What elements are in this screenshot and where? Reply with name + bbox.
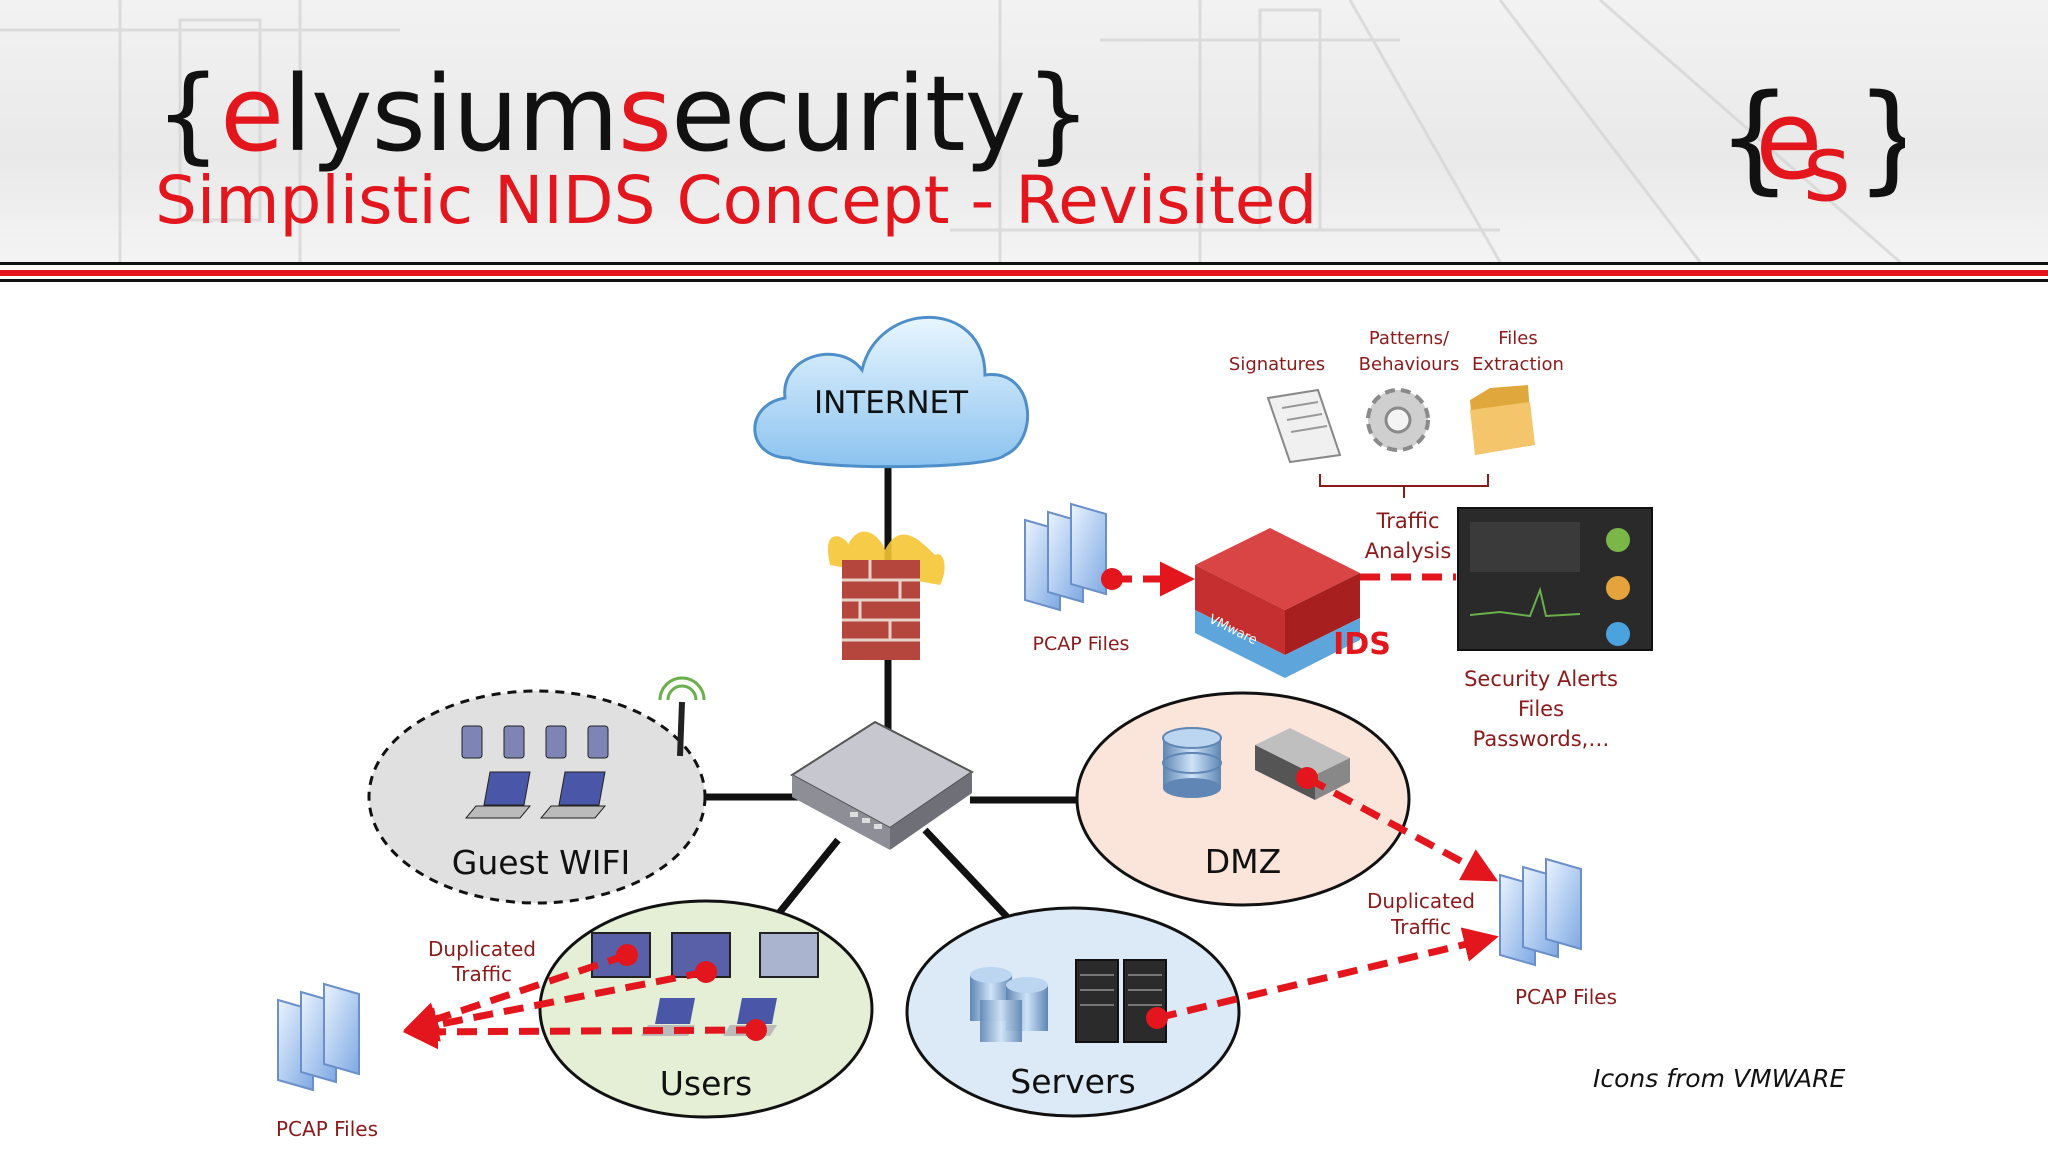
brand-letter-s: s <box>617 53 672 175</box>
firewall-icon <box>827 531 945 660</box>
internet-cloud <box>753 315 1029 469</box>
patterns-gear-icon <box>1366 388 1430 452</box>
signatures-label: Signatures <box>1229 354 1325 375</box>
users-flow-1 <box>403 951 629 1036</box>
pcap-label-right: PCAP Files <box>1515 985 1617 1009</box>
building-backdrop <box>0 0 1901 262</box>
security-dashboard-icon <box>1457 507 1653 651</box>
duplicated-traffic-left-line2: Traffic <box>451 962 512 986</box>
wifi-antenna-icon <box>658 676 706 757</box>
brand-letter-e: e <box>220 53 284 175</box>
outputs-line3: Passwords,… <box>1473 727 1610 751</box>
signatures-scroll-icon <box>1266 388 1342 464</box>
users-flow-2 <box>403 968 707 1042</box>
outputs-line1: Security Alerts <box>1464 667 1618 691</box>
users-flow-3 <box>403 1014 757 1050</box>
es-logo: { } e s <box>1717 70 1905 220</box>
outputs-line2: Files <box>1518 697 1564 721</box>
header-rule-black <box>0 262 2048 265</box>
files-label-line2: Extraction <box>1472 354 1564 375</box>
analysis-bracket <box>1319 474 1489 498</box>
brand-brace-open: { <box>155 53 221 175</box>
internet-label: INTERNET <box>814 385 969 421</box>
dmz-database-icon <box>1162 727 1222 798</box>
servers-duplicated-flow <box>1156 927 1499 1022</box>
brand-text-ecurity: ecurity <box>671 53 1026 175</box>
brand-wordmark: {elysiumsecurity} <box>155 62 1091 166</box>
network-diagram: INTERNET Guest WIFI <box>276 315 1653 1141</box>
ids-label: IDS <box>1333 627 1391 662</box>
users-label: Users <box>660 1064 752 1103</box>
servers-label: Servers <box>1010 1062 1135 1101</box>
patterns-label-line2: Behaviours <box>1359 354 1460 375</box>
core-switch-icon <box>790 720 974 850</box>
pcap-files-icon-ids <box>1024 502 1107 612</box>
icons-credit: Icons from VMWARE <box>1593 1064 1846 1093</box>
guest-wifi-label: Guest WIFI <box>452 843 631 882</box>
pcap-label-left: PCAP Files <box>276 1117 378 1141</box>
servers-rack-icon <box>1075 959 1167 1043</box>
svg-text:}: } <box>1855 70 1905 206</box>
duplicated-traffic-left-line1: Duplicated <box>428 937 536 961</box>
duplicated-traffic-right-line2: Traffic <box>1390 915 1451 939</box>
guest-devices-icon <box>461 725 609 819</box>
brand-text-lysium: lysium <box>283 53 619 175</box>
files-folder-icon <box>1470 385 1535 455</box>
servers-storage-icon <box>970 967 1048 1042</box>
guest-wifi-zone <box>367 689 707 905</box>
header-background <box>0 0 2048 262</box>
svg-text:s: s <box>1803 115 1851 220</box>
servers-link <box>922 827 1011 921</box>
traffic-flows <box>403 561 1499 1050</box>
header-rule-red <box>0 270 2048 276</box>
page-title: Simplistic NIDS Concept - Revisited <box>155 162 1318 239</box>
duplicated-traffic-right-line1: Duplicated <box>1367 889 1475 913</box>
traffic-analysis-line2: Analysis <box>1365 539 1452 563</box>
pcap-label-ids: PCAP Files <box>1033 633 1130 655</box>
pcap-files-icon-left <box>277 982 360 1092</box>
traffic-analysis-line1: Traffic <box>1375 509 1439 533</box>
svg-text:{: { <box>1717 70 1792 206</box>
patterns-label-line1: Patterns/ <box>1369 328 1450 349</box>
users-link <box>772 837 841 921</box>
ids-appliance-icon <box>1195 528 1360 678</box>
brand-brace-close: } <box>1025 53 1091 175</box>
dmz-duplicated-flow <box>1305 774 1499 882</box>
header-rule-black-2 <box>0 279 2048 282</box>
pcap-files-icon-right <box>1499 857 1582 967</box>
dmz-label: DMZ <box>1205 842 1282 881</box>
tap-points <box>616 568 1318 1041</box>
svg-text:e: e <box>1755 76 1823 204</box>
files-label-line1: Files <box>1498 328 1538 349</box>
